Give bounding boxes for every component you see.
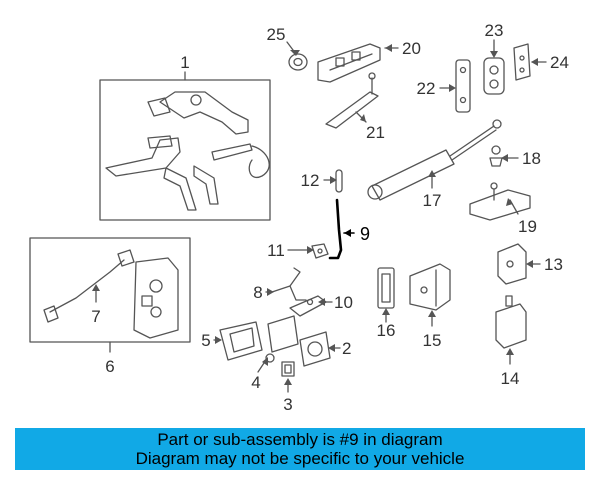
- banner-line-2: Diagram may not be specific to your vehi…: [135, 449, 465, 468]
- banner-line-1: Part or sub-assembly is #9 in diagram: [157, 430, 443, 449]
- callout-8: 8: [253, 283, 262, 302]
- part-2-gasket: [299, 331, 331, 367]
- callout-23: 23: [485, 21, 504, 40]
- callout-4: 4: [251, 373, 260, 392]
- part-14-motor: [495, 295, 527, 349]
- part-4-actuator: [265, 315, 299, 363]
- callout-9: 9: [360, 224, 370, 244]
- callout-1: 1: [180, 53, 189, 72]
- part-12-pin: [335, 169, 343, 193]
- part-9-latch-rod-highlight: [328, 198, 355, 260]
- part-15-hinge: [409, 263, 451, 311]
- part-8-rod: [271, 267, 307, 301]
- part-25-bushing: [288, 53, 308, 71]
- callout-21: 21: [366, 123, 385, 142]
- callout-15: 15: [423, 331, 442, 350]
- part-9-arrow: [344, 229, 351, 237]
- callout-14: 14: [501, 369, 520, 388]
- callout-22: 22: [417, 79, 436, 98]
- callout-12: 12: [301, 171, 320, 190]
- callout-16: 16: [377, 321, 396, 340]
- part-3-block: [281, 361, 295, 377]
- part-13-bracket: [497, 243, 527, 285]
- part-1-outside-handle-box: [99, 71, 271, 221]
- callout-5: 5: [201, 331, 210, 350]
- part-16-bumper: [377, 267, 395, 309]
- callout-17: 17: [423, 191, 442, 210]
- callout-2: 2: [342, 339, 351, 358]
- info-banner: Part or sub-assembly is #9 in diagram Di…: [15, 428, 585, 470]
- part-5-gasket: [219, 321, 263, 361]
- arrow-heads: [92, 44, 538, 385]
- part-19-bracket: [469, 182, 531, 221]
- callout-7: 7: [91, 307, 100, 326]
- callout-13: 13: [544, 255, 563, 274]
- callout-19: 19: [518, 217, 537, 236]
- part-21-rod: [325, 72, 379, 129]
- callout-11: 11: [267, 241, 285, 260]
- callout-20: 20: [402, 39, 421, 58]
- part-23-striker: [483, 57, 505, 95]
- callout-24: 24: [550, 53, 569, 72]
- part-17-gas-strut: [367, 119, 502, 201]
- part-11-clip: [311, 243, 329, 259]
- part-24-pad: [513, 43, 531, 81]
- callout-18: 18: [522, 149, 541, 168]
- part-22-plate: [455, 59, 471, 113]
- part-6-lock-box: [29, 237, 191, 353]
- callout-10: 10: [334, 293, 353, 312]
- callout-6: 6: [105, 357, 114, 376]
- callout-labels: 1 2 3 4 5 6 7 8 9 10 11 12 13 14 15 16 1…: [91, 21, 569, 414]
- part-18-ball-stud: [489, 145, 503, 167]
- part-20-bracket: [317, 43, 381, 83]
- callout-3: 3: [283, 395, 292, 414]
- callout-25: 25: [267, 25, 286, 44]
- parts-diagram: 1 2 3 4 5 6 7 8 9 10 11 12 13 14 15 16 1…: [29, 21, 569, 414]
